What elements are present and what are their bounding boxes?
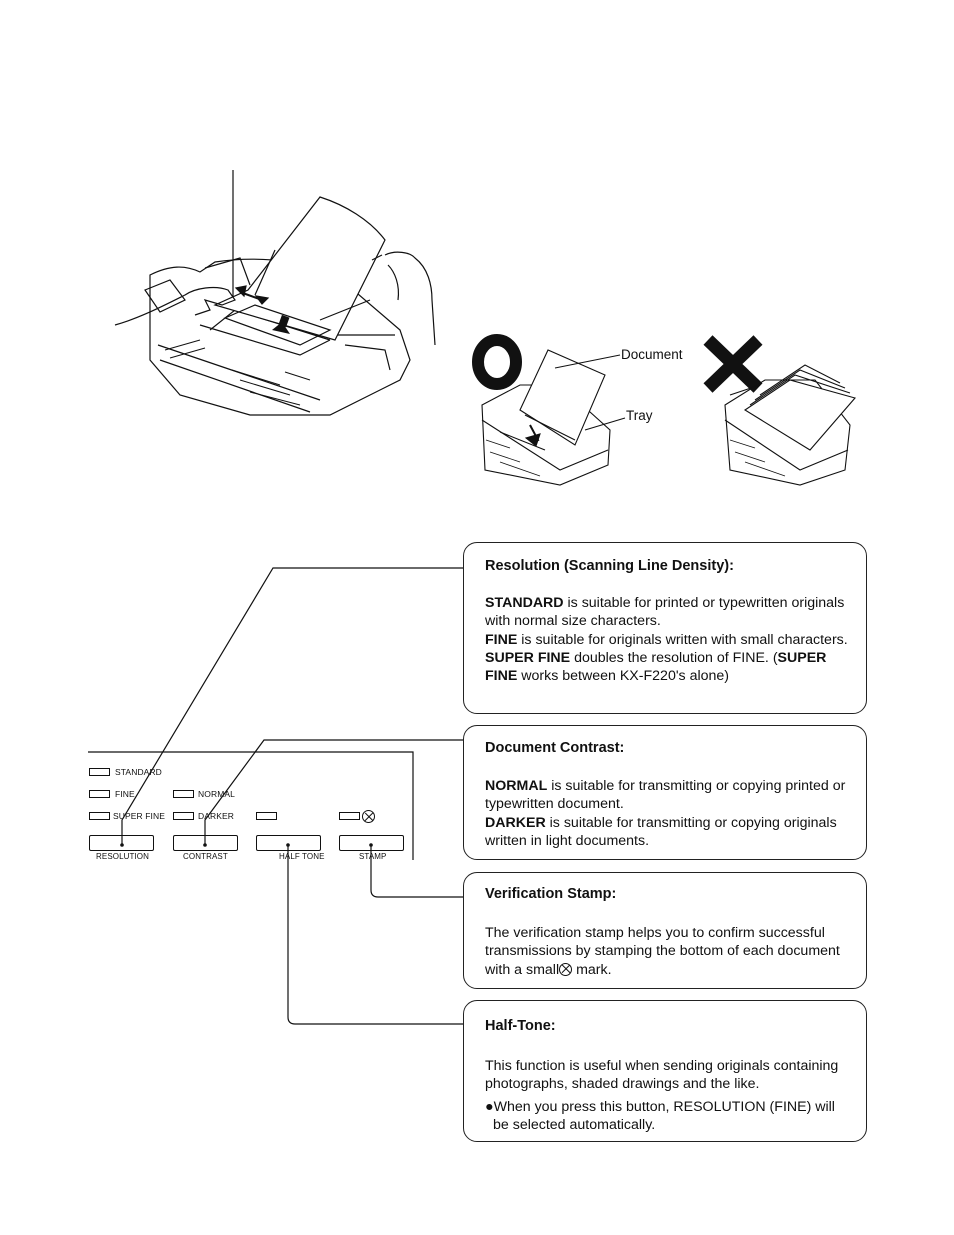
fax-machine-illustration (114, 170, 436, 416)
resolution-title: Resolution (Scanning Line Density): (485, 558, 734, 574)
standard-term: STANDARD (485, 595, 564, 611)
halftone-bullet: ●When you press this button, RESOLUTION … (485, 1099, 835, 1134)
resolution-description: STANDARD is suitable for printed or type… (485, 594, 848, 685)
resolution-button-label: RESOLUTION (96, 852, 150, 861)
stamp-mark-icon (559, 962, 573, 976)
stamp-button-label: STAMP (359, 852, 387, 861)
stamp-text: The verification stamp helps you to conf… (485, 925, 840, 978)
tray-label: Tray (626, 408, 653, 423)
stamp-mark-icon (362, 808, 375, 826)
resolution-button[interactable] (89, 835, 154, 851)
document-label: Document (621, 347, 683, 362)
super-fine-indicator (89, 812, 110, 820)
stamp-title: Verification Stamp: (485, 886, 617, 902)
darker-indicator (173, 812, 194, 820)
normal-term: NORMAL (485, 778, 548, 794)
super-fine-term: SUPER FINE (485, 649, 571, 666)
halftone-description: This function is useful when sending ori… (485, 1058, 839, 1093)
standard-indicator (89, 768, 110, 776)
standard-label: STANDARD (115, 767, 162, 777)
half-tone-indicator (256, 812, 277, 820)
super-fine-text-2: works between KX-F220's alone) (517, 668, 730, 685)
contrast-info-box: Document Contrast: NORMAL is suitable fo… (463, 725, 867, 860)
half-tone-button-label: HALF TONE (279, 852, 325, 861)
super-fine-label: SUPER FINE (113, 811, 166, 821)
darker-text: is suitable for transmitting or copying … (485, 814, 837, 849)
stamp-indicator (339, 812, 360, 820)
leader-dots (120, 843, 373, 847)
super-fine-term-2: SUPER FINE (485, 649, 827, 685)
tray-wrong-illustration (724, 364, 856, 486)
half-tone-button[interactable] (256, 835, 321, 851)
fine-text: is suitable for originals written with s… (517, 631, 848, 648)
normal-label: NORMAL (198, 789, 235, 799)
normal-text: is suitable for transmitting or copying … (485, 778, 846, 813)
normal-indicator (173, 790, 194, 798)
fine-indicator (89, 790, 110, 798)
contrast-button-label: CONTRAST (183, 852, 228, 861)
darker-term: DARKER (485, 814, 546, 831)
stamp-button[interactable] (339, 835, 404, 851)
stamp-info-box: Verification Stamp: The verification sta… (463, 872, 867, 989)
tray-correct-illustration (481, 349, 626, 486)
darker-label: DARKER (198, 811, 235, 821)
fine-term: FINE (485, 631, 518, 648)
contrast-title: Document Contrast: (485, 740, 625, 756)
contrast-button[interactable] (173, 835, 238, 851)
contrast-description: NORMAL is suitable for transmitting or c… (485, 777, 848, 850)
wrong-mark-icon (703, 335, 763, 393)
fine-label: FINE (115, 789, 135, 799)
stamp-description: The verification stamp helps you to conf… (485, 924, 848, 979)
super-fine-text: doubles the resolution of FINE. ( (570, 649, 778, 666)
leader-lines (121, 567, 463, 1025)
halftone-info-box: Half-Tone: This function is useful when … (463, 1000, 867, 1142)
operation-panel-outline (88, 751, 414, 860)
standard-text: is suitable for printed or typewritten o… (485, 595, 845, 630)
correct-mark-icon (472, 334, 522, 390)
stamp-text-end: mark. (572, 961, 612, 978)
halftone-title: Half-Tone: (485, 1018, 556, 1034)
resolution-info-box: Resolution (Scanning Line Density): STAN… (463, 542, 867, 714)
